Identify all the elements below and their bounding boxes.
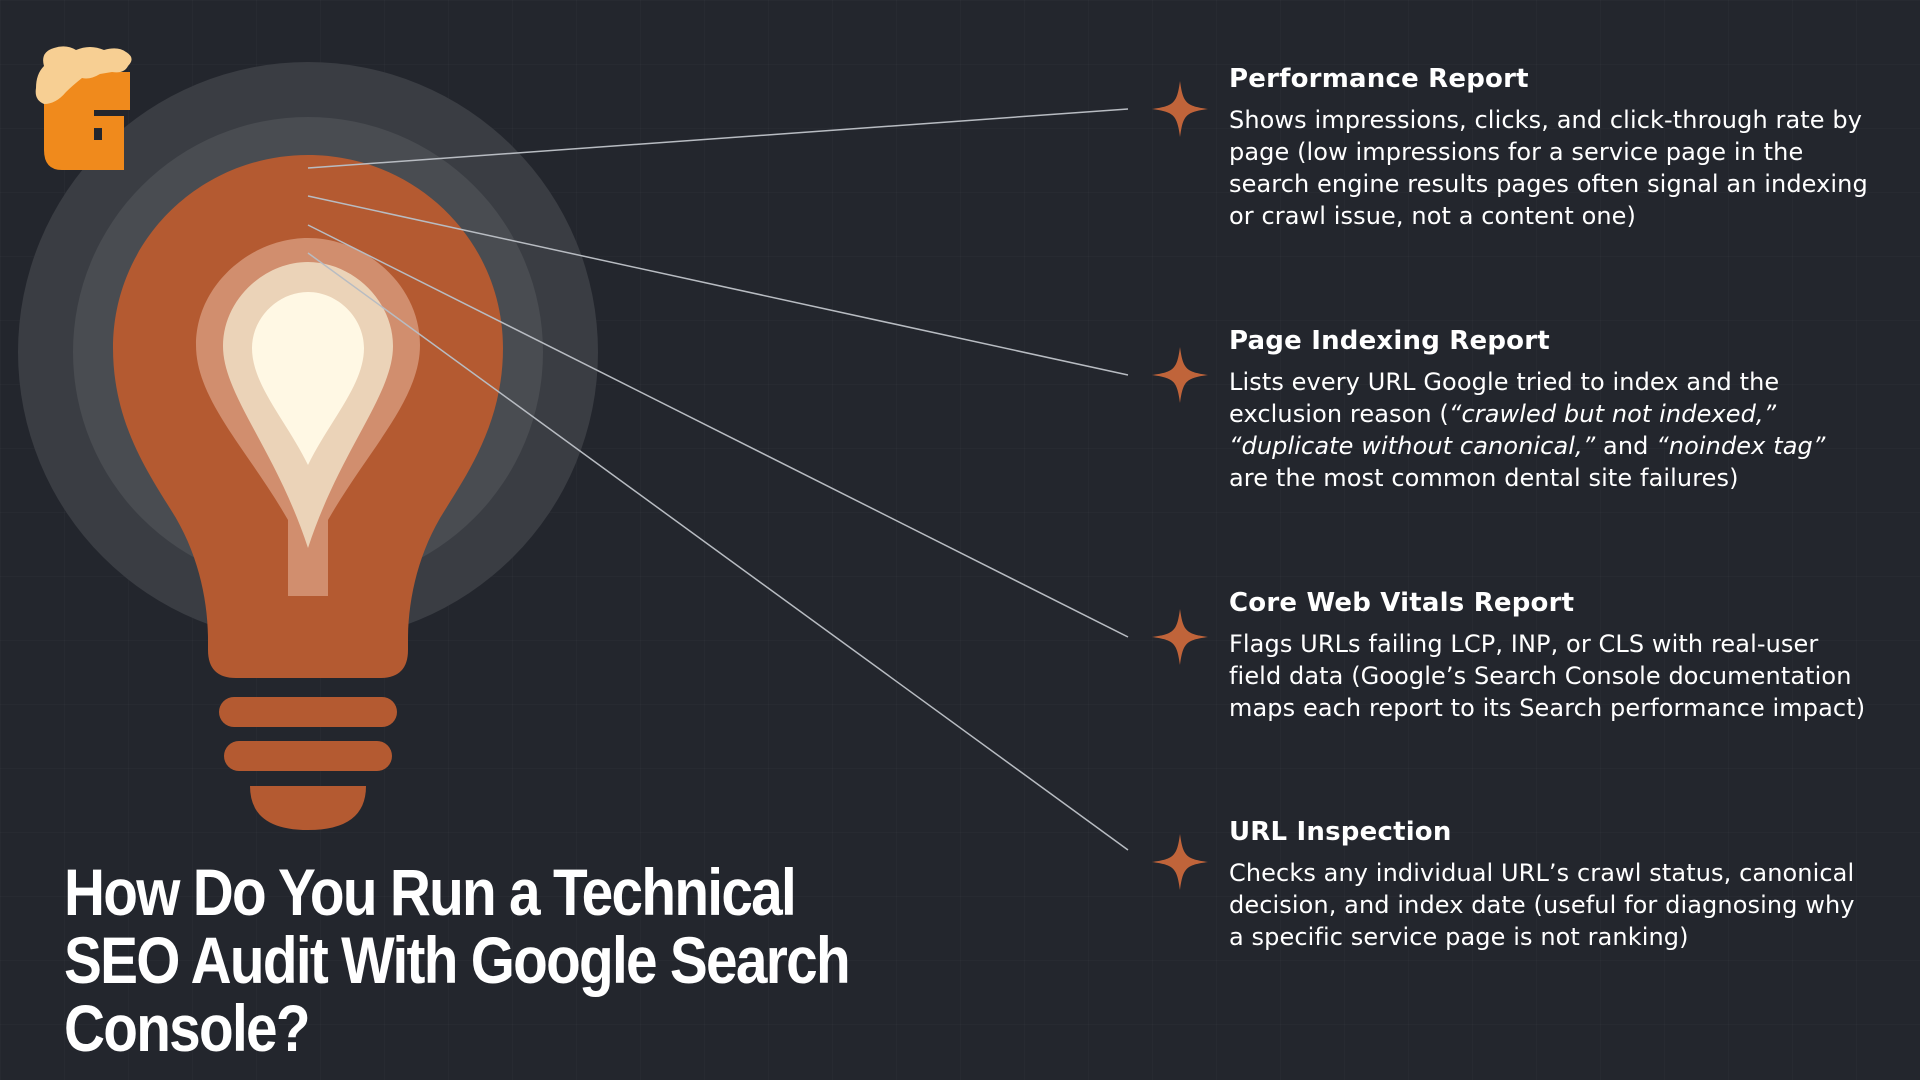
item-title: Core Web Vitals Report — [1229, 588, 1575, 618]
connector-line-2 — [307, 195, 1129, 376]
item-title: URL Inspection — [1229, 817, 1452, 847]
page-title: How Do You Run a Technical SEO Audit Wit… — [64, 855, 851, 1065]
connector-line-3 — [307, 224, 1129, 638]
list-item: URL Inspection Checks any individual URL… — [1229, 815, 1869, 953]
italic-phrase: “crawled but not indexed,” — [1448, 400, 1777, 428]
item-description: Shows impressions, clicks, and click-thr… — [1229, 104, 1869, 232]
lightbulb-icon — [113, 155, 503, 830]
italic-phrase: “noindex tag” — [1656, 432, 1826, 460]
item-description: Checks any individual URL’s crawl status… — [1229, 857, 1869, 953]
description-text: and — [1595, 432, 1657, 460]
sparkle-star-icon — [1152, 347, 1208, 403]
connector-line-4 — [307, 252, 1129, 851]
sparkle-star-icon — [1152, 609, 1208, 665]
description-text: Lists every URL Google tried to index an… — [1229, 368, 1780, 428]
list-item: Page Indexing Report Lists every URL Goo… — [1229, 324, 1869, 494]
connector-lines — [307, 108, 1129, 851]
item-title: Page Indexing Report — [1229, 326, 1550, 356]
item-description: Flags URLs failing LCP, INP, or CLS with… — [1229, 628, 1869, 724]
item-title: Performance Report — [1229, 64, 1529, 94]
sparkle-star-icon — [1152, 81, 1208, 137]
list-item: Core Web Vitals Report Flags URLs failin… — [1229, 586, 1869, 724]
list-item: Performance Report Shows impressions, cl… — [1229, 62, 1869, 232]
connector-line-1 — [307, 108, 1129, 169]
description-text: Flags URLs failing LCP, INP, or CLS with… — [1229, 630, 1866, 722]
description-text: are the most common dental site failures… — [1229, 464, 1739, 492]
g-logo-icon — [35, 46, 132, 170]
description-text: Checks any individual URL’s crawl status… — [1229, 859, 1855, 951]
item-description: Lists every URL Google tried to index an… — [1229, 366, 1869, 494]
description-text: Shows impressions, clicks, and click-thr… — [1229, 106, 1868, 230]
sparkle-star-icon — [1152, 834, 1208, 890]
italic-phrase: “duplicate without canonical,” — [1229, 432, 1596, 460]
